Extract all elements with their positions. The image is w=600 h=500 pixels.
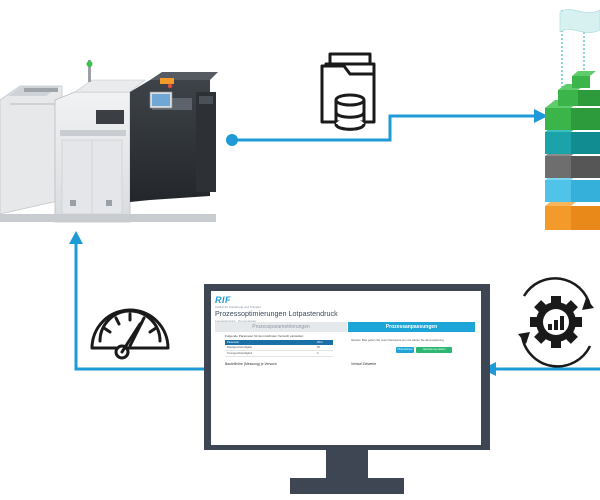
- apply-button[interactable]: Übernehmen: [396, 347, 414, 353]
- line-plot-title: Verlauf Zielwerte: [351, 362, 377, 366]
- table-cell: Rakelgeschwindigkeit: [227, 346, 252, 349]
- scatter-plot-title: Bauteilhöhe (Messung) je Versuch: [225, 362, 277, 366]
- start-optimization-button[interactable]: Optimierung starten: [416, 347, 452, 353]
- page-subtitle: Lotpastendruck · Demonstrator: [215, 319, 257, 323]
- table-row: Trenngeschwindigkeit 3: [225, 351, 333, 357]
- param-heading: Folgende Parameter für den nächsten Vers…: [225, 334, 304, 338]
- table-row: Rakelgeschwindigkeit 80: [225, 345, 333, 351]
- column-header-parameter: Parameter: [227, 341, 240, 344]
- gauge-icon: [90, 308, 170, 360]
- info-text: Hinweis: Bitte geben Sie unten Messwerte…: [351, 339, 445, 342]
- tab-prozessparametrierungen[interactable]: Prozessparametrierungen: [215, 322, 347, 332]
- database-folder-icon: [320, 52, 376, 131]
- table-cell: Trenngeschwindigkeit: [227, 352, 252, 355]
- arrow-head-right: [534, 109, 548, 123]
- gear-chart-icon: [518, 277, 594, 368]
- tab-prozessanpassungen[interactable]: Prozessanpassungen: [348, 322, 475, 332]
- flow-lines: [74, 114, 600, 371]
- arrow-head-up: [69, 231, 83, 244]
- param-table: Parameter Wert Rakelgeschwindigkeit 80 T…: [225, 340, 333, 357]
- table-cell: 3: [317, 352, 319, 355]
- page-title: Prozessoptimierungen Lotpastendruck: [215, 309, 338, 318]
- stacked-cubes-icon: [545, 9, 600, 230]
- table-cell: 80: [317, 346, 320, 349]
- app-screen: RIF Institut für Forschung und Transfer …: [211, 292, 479, 444]
- column-header-wert: Wert: [317, 341, 323, 344]
- logo: RIF: [215, 295, 231, 305]
- logo-subtitle: Institut für Forschung und Transfer: [215, 305, 261, 309]
- param-table-header: Parameter Wert: [225, 340, 333, 345]
- printing-machine-image: [0, 60, 218, 223]
- flow-line-machine-to-data: [232, 114, 534, 142]
- flow-line-monitor-to-machine: [74, 242, 212, 371]
- flow-node-machine: [226, 134, 238, 146]
